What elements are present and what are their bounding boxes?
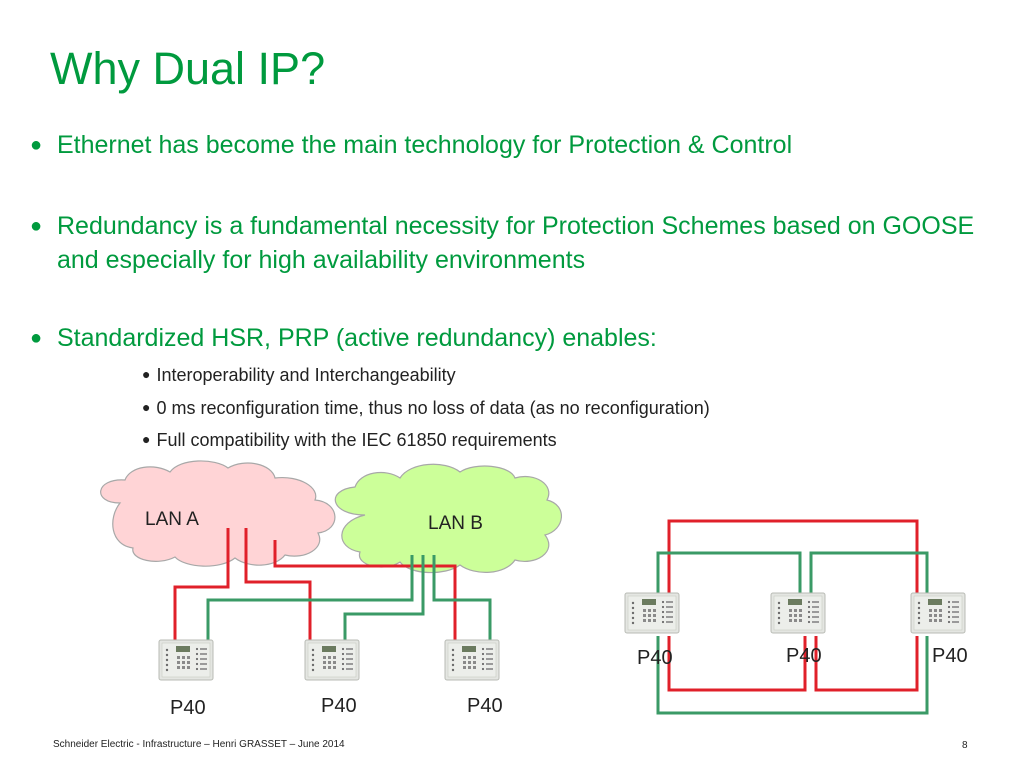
green-link-device-1 (206, 555, 414, 640)
relay-device-icon (158, 639, 214, 681)
sub-bullet-text: Interoperability and Interchangeability (156, 365, 456, 385)
sub-bullet-text: Full compatibility with the IEC 61850 re… (156, 430, 557, 450)
green-ring-outer (656, 636, 929, 715)
bullet-ethernet: ● Ethernet has become the main technolog… (30, 128, 1005, 162)
sub-bullet-marker: ● (142, 366, 151, 382)
bullet-standardized: ● Standardized HSR, PRP (active redundan… (30, 321, 1005, 355)
hsr-rings (656, 519, 929, 715)
red-ring-outer (667, 519, 919, 596)
bullet-redundancy: ● Redundancy is a fundamental necessity … (30, 209, 1005, 277)
device-label: P40 (932, 645, 968, 667)
red-ring-lower (667, 636, 919, 692)
relay-device-icon (910, 592, 966, 634)
green-link-device-3 (432, 555, 492, 640)
device-label: P40 (467, 695, 503, 717)
sub-bullet-marker: ● (142, 399, 151, 415)
relay-device-icon (444, 639, 500, 681)
red-link-device-2 (244, 528, 312, 640)
device-label: P40 (637, 647, 673, 669)
lan-a-label: LAN A (145, 509, 199, 530)
bullet-text: Standardized HSR, PRP (active redundancy… (57, 324, 657, 352)
prp-links (173, 528, 492, 640)
lan-b-label: LAN B (428, 513, 483, 534)
sub-bullet-text: 0 ms reconfiguration time, thus no loss … (156, 398, 710, 418)
bullet-text: Redundancy is a fundamental necessity fo… (57, 212, 975, 274)
slide-title: Why Dual IP? (50, 43, 326, 94)
device-label: P40 (170, 697, 206, 719)
device-label: P40 (786, 645, 822, 667)
sub-bullet-iec61850: ● Full compatibility with the IEC 61850 r… (142, 429, 557, 452)
sub-bullet-marker: ● (142, 431, 151, 447)
relay-device-icon (624, 592, 680, 634)
bullet-marker: ● (30, 215, 43, 237)
sub-bullet-interoperability: ● Interoperability and Interchangeability (142, 364, 456, 387)
footer-text: Schneider Electric - Infrastructure – He… (53, 739, 345, 750)
green-link-device-2 (343, 555, 425, 640)
red-link-device-1 (173, 528, 230, 640)
bullet-marker: ● (30, 327, 43, 349)
lan-a-cloud (100, 460, 336, 567)
relay-device-icon (304, 639, 360, 681)
green-ring-middle (656, 551, 929, 596)
page-number: 8 (962, 740, 968, 751)
bullet-marker: ● (30, 134, 43, 156)
relay-device-icon (770, 592, 826, 634)
bullet-text: Ethernet has become the main technology … (57, 131, 793, 159)
device-label: P40 (321, 695, 357, 717)
red-link-device-3 (273, 540, 457, 640)
sub-bullet-reconfiguration: ● 0 ms reconfiguration time, thus no loss… (142, 397, 710, 420)
